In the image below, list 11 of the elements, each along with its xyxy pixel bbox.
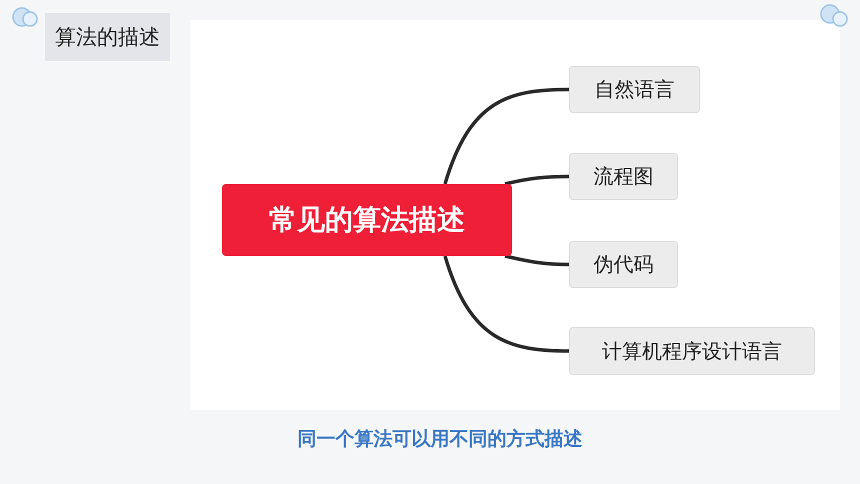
topic-box: 常见的算法描述 bbox=[222, 184, 512, 256]
connector-curve bbox=[443, 88, 570, 185]
connector-curve bbox=[504, 174, 570, 186]
branch-box: 自然语言 bbox=[569, 66, 700, 113]
branch-box: 伪代码 bbox=[569, 241, 678, 288]
branch-box: 计算机程序设计语言 bbox=[569, 327, 815, 375]
branch-box: 流程图 bbox=[569, 153, 678, 200]
connector-curve bbox=[504, 254, 570, 266]
title-box: 算法的描述 bbox=[45, 13, 170, 61]
caption: 同一个算法可以用不同的方式描述 bbox=[296, 427, 584, 452]
connector-curve bbox=[443, 255, 570, 353]
